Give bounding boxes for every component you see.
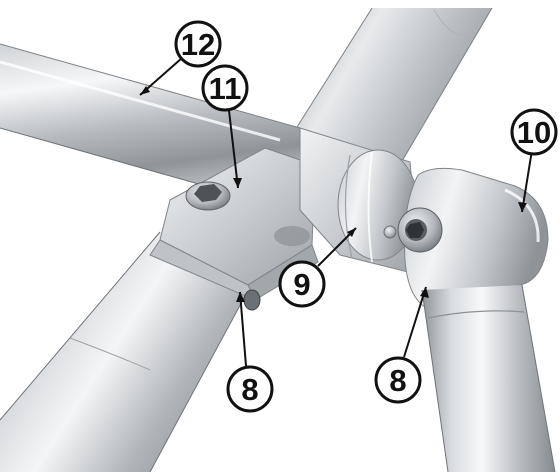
callout-8-right: 8 <box>374 356 422 404</box>
svg-text:8: 8 <box>241 372 258 407</box>
leader-8-left <box>239 291 247 367</box>
svg-text:10: 10 <box>517 115 551 150</box>
svg-text:8: 8 <box>389 363 406 398</box>
svg-text:12: 12 <box>181 27 215 62</box>
lower-left-diagonal-tube <box>0 231 259 472</box>
cross-clamp-block <box>149 147 319 301</box>
hex-socket-bolt <box>185 181 231 211</box>
leader-11 <box>227 101 239 189</box>
set-screw <box>243 289 261 311</box>
svg-text:9: 9 <box>293 267 310 302</box>
callout-10: 10 <box>510 108 558 156</box>
callout-12: 12 <box>174 20 222 68</box>
leader-8-right <box>403 286 427 358</box>
callout-8-left: 8 <box>226 365 274 413</box>
svg-text:11: 11 <box>209 71 242 106</box>
callout-9: 9 <box>278 260 326 308</box>
callout-11: 11 <box>201 64 249 112</box>
leader-arrowheads <box>140 86 527 302</box>
leader-lines <box>139 57 533 367</box>
elbow-bolt <box>397 207 443 253</box>
vertical-tube <box>421 284 556 472</box>
tee-connector <box>299 127 421 276</box>
leader-10 <box>521 149 533 213</box>
